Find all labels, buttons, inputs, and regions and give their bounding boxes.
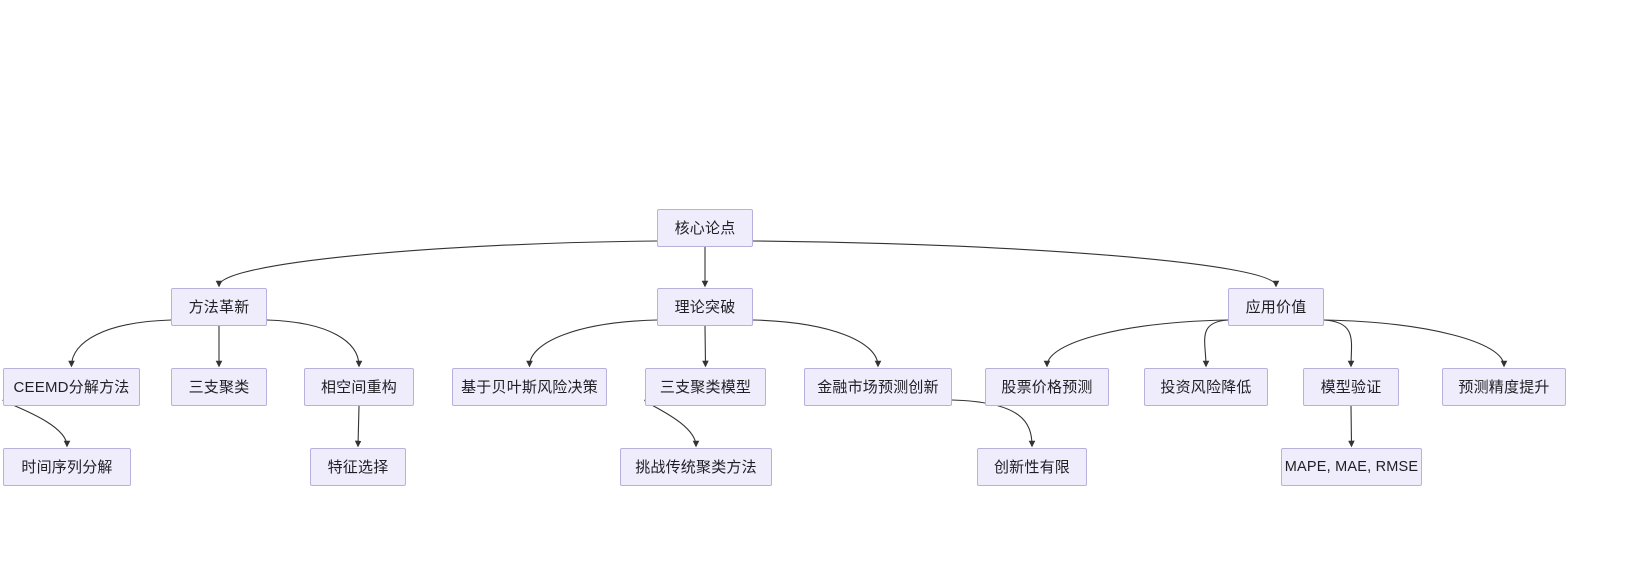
node-accuracy[interactable]: 预测精度提升 — [1442, 368, 1566, 406]
edge-method-to-phase — [266, 319, 363, 368]
node-label-stock: 股票价格预测 — [1001, 378, 1093, 396]
node-label-ts-decomp: 时间序列分解 — [21, 458, 113, 476]
node-ts-decomp[interactable]: 时间序列分解 — [3, 448, 131, 486]
edge-root-to-application — [752, 240, 1280, 288]
node-label-feature: 特征选择 — [327, 458, 389, 476]
node-method[interactable]: 方法革新 — [171, 288, 267, 326]
node-label-challenge: 挑战传统聚类方法 — [635, 458, 757, 476]
edge-finance-to-limited — [951, 399, 1036, 448]
edge-application-to-validate — [1323, 319, 1355, 368]
node-stock[interactable]: 股票价格预测 — [985, 368, 1109, 406]
edge-root-to-method — [215, 240, 658, 288]
edge-method-to-ceemd — [68, 319, 172, 368]
edge-application-to-stock — [1043, 319, 1229, 368]
node-risk[interactable]: 投资风险降低 — [1144, 368, 1268, 406]
node-validate[interactable]: 模型验证 — [1303, 368, 1399, 406]
node-bayes[interactable]: 基于贝叶斯风险决策 — [452, 368, 607, 406]
node-label-ceemd: CEEMD分解方法 — [13, 378, 130, 396]
node-label-limited: 创新性有限 — [993, 458, 1070, 476]
node-label-bayes: 基于贝叶斯风险决策 — [461, 378, 598, 396]
node-feature[interactable]: 特征选择 — [310, 448, 406, 486]
node-label-theory: 理论突破 — [674, 298, 736, 316]
node-finance[interactable]: 金融市场预测创新 — [804, 368, 952, 406]
edge-application-to-risk — [1202, 319, 1229, 368]
node-label-finance: 金融市场预测创新 — [817, 378, 939, 396]
node-phase[interactable]: 相空间重构 — [304, 368, 414, 406]
node-ceemd[interactable]: CEEMD分解方法 — [3, 368, 140, 406]
node-label-application: 应用价值 — [1245, 298, 1307, 316]
node-tw-model[interactable]: 三支聚类模型 — [645, 368, 766, 406]
node-label-method: 方法革新 — [188, 298, 250, 316]
node-challenge[interactable]: 挑战传统聚类方法 — [620, 448, 772, 486]
edge-paths — [2, 240, 1508, 448]
node-metrics[interactable]: MAPE, MAE, RMSE — [1281, 448, 1422, 486]
node-label-three-way: 三支聚类 — [188, 378, 250, 396]
node-label-phase: 相空间重构 — [320, 378, 397, 396]
node-label-metrics: MAPE, MAE, RMSE — [1284, 458, 1419, 475]
node-theory[interactable]: 理论突破 — [657, 288, 753, 326]
node-root[interactable]: 核心论点 — [657, 209, 753, 247]
node-label-risk: 投资风险降低 — [1160, 378, 1252, 396]
node-label-tw-model: 三支聚类模型 — [659, 378, 752, 396]
edge-validate-to-metrics — [1348, 405, 1355, 448]
node-limited[interactable]: 创新性有限 — [977, 448, 1087, 486]
node-label-root: 核心论点 — [674, 219, 736, 237]
edge-ceemd-to-ts-decomp — [2, 399, 71, 448]
node-application[interactable]: 应用价值 — [1228, 288, 1324, 326]
edge-tw-model-to-challenge — [644, 399, 700, 448]
edge-theory-to-finance — [752, 319, 882, 368]
edge-theory-to-tw-model — [702, 325, 709, 368]
edge-phase-to-feature — [354, 405, 362, 448]
node-three-way[interactable]: 三支聚类 — [171, 368, 267, 406]
edge-theory-to-bayes — [526, 319, 658, 368]
node-label-accuracy: 预测精度提升 — [1458, 378, 1550, 396]
node-label-validate: 模型验证 — [1320, 378, 1382, 396]
edge-application-to-accuracy — [1323, 319, 1508, 368]
